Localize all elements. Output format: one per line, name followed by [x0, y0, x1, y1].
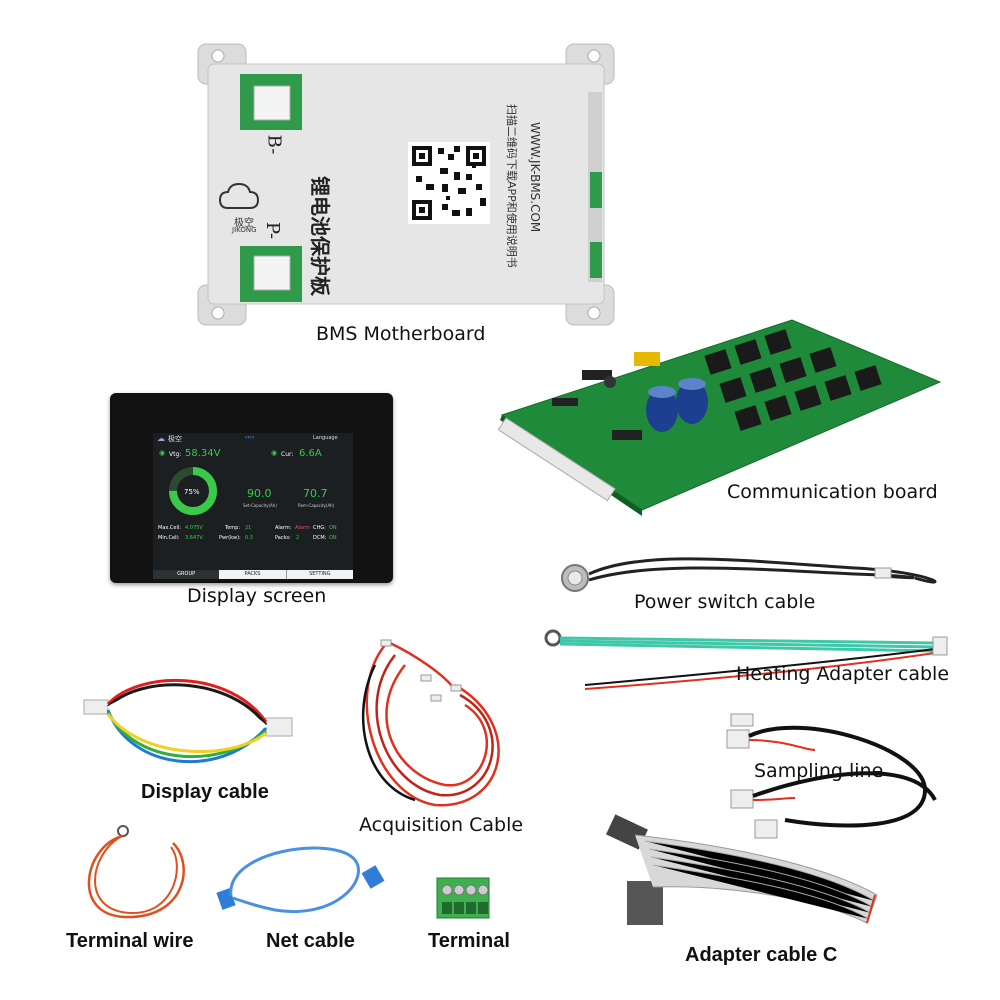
vtg-value: 58.34V	[185, 448, 221, 459]
terminal-wire	[87, 825, 185, 919]
min-cell-value: 3.647V	[185, 535, 203, 541]
temp-label: Temp:	[225, 525, 241, 531]
adapter-cable-c	[606, 814, 878, 925]
label-display-cable: Display cable	[141, 781, 269, 803]
cap1-label: Set-Capacity(Ah)	[243, 503, 277, 508]
soc-value: 75%	[184, 488, 200, 496]
alarm-value: Alarm	[295, 525, 310, 531]
screen-header: ☁ 极空 ›››› Language	[153, 433, 353, 445]
terminal-b-minus: B-	[263, 134, 285, 155]
packs-label: Packs:	[275, 535, 291, 541]
cur-label: Cur:	[281, 451, 294, 458]
display-screen: ☁ 极空 ›››› Language ◉ Vtg: 58.34V ◉ Cur: …	[110, 393, 393, 583]
screen-panel: ☁ 极空 ›››› Language ◉ Vtg: 58.34V ◉ Cur: …	[153, 433, 353, 579]
vtg-label: Vtg:	[169, 451, 182, 458]
acquisition-cable	[362, 639, 500, 807]
tab-packs[interactable]: PACKS	[219, 570, 286, 579]
label-heating-adapter-cable: Heating Adapter cable	[736, 663, 950, 685]
cap2-label: Rem-Capacity(Ah)	[298, 503, 335, 508]
plate-title-cn: 锂电池保护板	[308, 176, 332, 296]
temp-value: 21	[245, 525, 252, 531]
label-power-switch-cable: Power switch cable	[634, 591, 816, 613]
screen-tab-bar: GROUP PACKS SETTING	[153, 570, 353, 579]
communication-board-image	[497, 319, 942, 516]
vtg-icon: ◉	[159, 449, 166, 457]
terminal-p-minus: P-	[262, 221, 284, 240]
screen-brand: 极空	[168, 435, 182, 443]
label-terminal-wire: Terminal wire	[66, 930, 194, 952]
label-communication-board: Communication board	[727, 481, 938, 503]
plate-scan-text: 扫描二维码下载APP和使用说明书	[505, 104, 518, 268]
pwr-label: Pwr(kw):	[219, 535, 241, 541]
display-cable	[83, 678, 293, 764]
bms-motherboard-image	[197, 43, 615, 326]
label-terminal: Terminal	[428, 930, 510, 952]
soc-gauge	[169, 467, 217, 515]
brand-en: JIKONG	[232, 226, 257, 234]
pwr-value: 0.3	[245, 535, 253, 541]
chg-label: CHG:	[313, 525, 326, 531]
alarm-label: Alarm:	[275, 525, 292, 531]
max-cell-label: Max.Cell:	[158, 525, 181, 531]
screen-arrows-icon: ››››	[245, 434, 255, 441]
cap2-value: 70.7	[303, 487, 328, 500]
packs-value: 2	[296, 535, 300, 541]
tab-setting[interactable]: SETTING	[285, 570, 353, 579]
heating-adapter-cable	[544, 629, 948, 690]
brand-cn: 极空	[234, 218, 254, 229]
label-adapter-cable-c: Adapter cable C	[685, 944, 838, 966]
min-cell-label: Min.Cell:	[158, 535, 180, 541]
cur-value: 6.6A	[299, 448, 322, 459]
chg-value: ON	[329, 525, 337, 531]
label-bms-motherboard: BMS Motherboard	[316, 323, 486, 345]
cap1-value: 90.0	[247, 487, 272, 500]
dcm-label: DCM:	[313, 535, 327, 541]
plate-url: WWW.JK-BMS.COM	[528, 122, 542, 233]
max-cell-value: 4.075V	[185, 525, 203, 531]
net-cable	[216, 846, 385, 913]
screen-language[interactable]: Language	[313, 435, 338, 441]
power-switch-cable	[561, 557, 937, 592]
tab-group[interactable]: GROUP	[153, 570, 220, 579]
terminal-block	[436, 877, 490, 919]
cur-icon: ◉	[271, 449, 278, 457]
label-net-cable: Net cable	[266, 930, 355, 952]
communication-board	[492, 310, 942, 520]
screen-cloud-icon: ☁	[157, 434, 165, 443]
dcm-value: ON	[329, 535, 337, 541]
label-acquisition-cable: Acquisition Cable	[359, 814, 524, 836]
label-sampling-line: Sampling line	[754, 760, 884, 782]
label-display-screen: Display screen	[187, 585, 327, 607]
bms-motherboard: 极空 JIKONG B- P- 锂电池保护板 扫描二维码下载APP和使用说明书 …	[196, 42, 616, 327]
sampling-line	[726, 713, 937, 839]
